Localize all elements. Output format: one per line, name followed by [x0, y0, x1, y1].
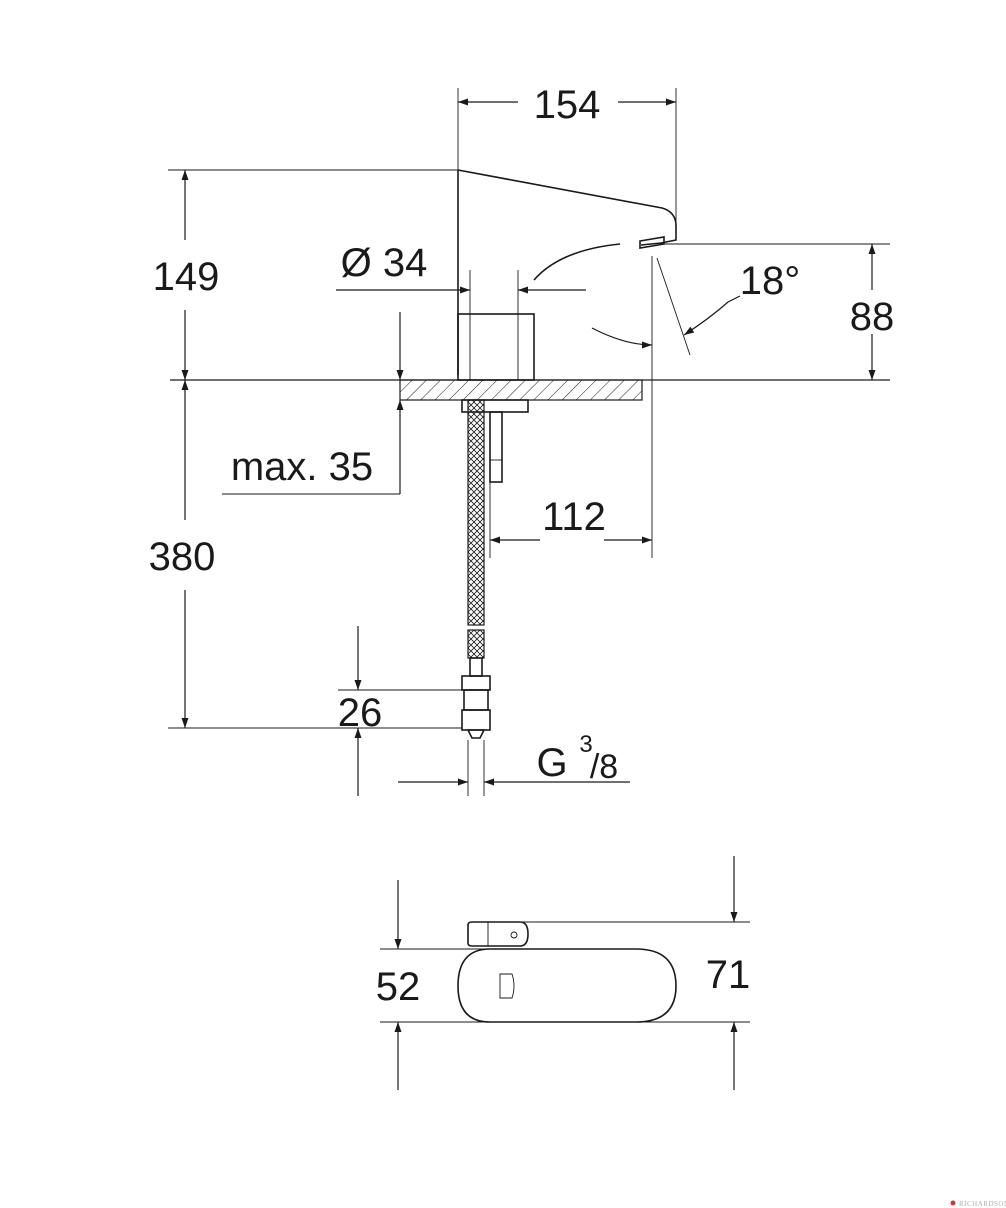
dim-thread-g38: G 3 /8 — [398, 731, 630, 796]
faucet-top-view — [457, 921, 677, 1023]
label-angle: 18° — [740, 259, 801, 303]
label-thread-num: 3 — [579, 731, 592, 758]
label-26: 26 — [338, 691, 383, 735]
label-thread-g: G — [536, 741, 567, 785]
label-154: 154 — [534, 83, 601, 127]
dim-top-71: 71 — [520, 856, 750, 1090]
watermark: RICHARDSON — [950, 1200, 1006, 1208]
label-112: 112 — [542, 495, 606, 539]
dim-nut-26: 26 — [338, 626, 462, 796]
dim-angle-18: 18° — [591, 256, 801, 558]
dim-diameter-34: Ø 34 — [336, 241, 586, 294]
dim-max-35: max. 35 — [222, 312, 404, 495]
faucet-side-view — [170, 169, 890, 739]
label-71: 71 — [706, 953, 751, 997]
label-diameter: Ø 34 — [341, 241, 428, 285]
watermark-text: RICHARDSON — [959, 1200, 1006, 1208]
dim-height-88: 88 — [660, 243, 895, 380]
label-thread-den: /8 — [590, 748, 618, 786]
label-52: 52 — [376, 965, 421, 1009]
dim-projection-112: 112 — [489, 460, 652, 558]
dim-height-149: 149 — [153, 169, 458, 380]
dim-top-52: 52 — [376, 880, 750, 1090]
dim-width-154: 154 — [457, 83, 677, 240]
dim-length-380: 380 — [149, 380, 462, 729]
label-88: 88 — [850, 295, 895, 339]
label-149: 149 — [153, 255, 220, 299]
label-380: 380 — [149, 535, 216, 579]
label-max-35: max. 35 — [231, 445, 373, 489]
